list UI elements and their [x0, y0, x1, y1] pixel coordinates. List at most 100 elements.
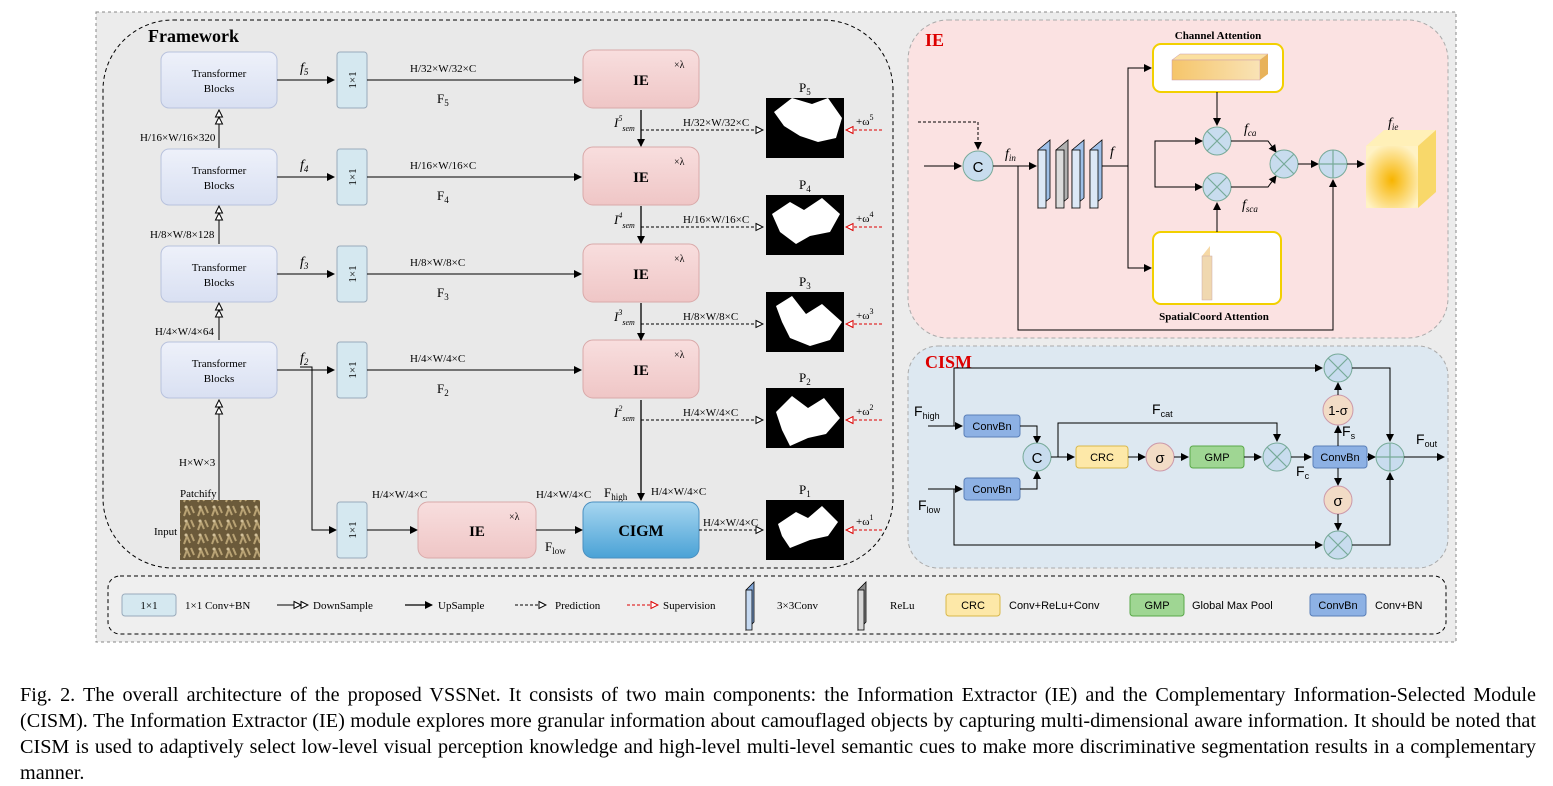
- cism-panel-title: CISM: [925, 352, 972, 372]
- legend: 1×1 1×1 Conv+BN DownSample UpSample Pred…: [107, 575, 1447, 635]
- P-label-3: P2: [799, 370, 811, 387]
- conv-stack: [1037, 139, 1103, 209]
- I-sem-label-1: I4sem: [613, 211, 635, 230]
- omega1-label: +ω1: [856, 513, 873, 528]
- P-label-2: P3: [799, 274, 811, 291]
- fie-cube: [1366, 130, 1436, 208]
- legend-downsample-text: DownSample: [313, 600, 373, 612]
- dim-bottom-a: H/4×W/4×C: [372, 489, 427, 501]
- legend-convbn-box: [1309, 593, 1367, 617]
- f-label-0: f5: [300, 61, 309, 77]
- F-label-1: F4: [437, 188, 449, 205]
- ie-label-2: IE: [633, 267, 649, 283]
- f-label-3: f2: [300, 351, 309, 367]
- input-label: Input: [154, 526, 177, 538]
- fcat-label: Fcat: [1152, 401, 1173, 419]
- ie-label-3: IE: [633, 363, 649, 379]
- prediction-mask-p1: [778, 506, 838, 548]
- legend-conv-box: [121, 593, 177, 617]
- f-label-1: f4: [300, 158, 309, 174]
- dim-bottom-c: H/4×W/4×C: [651, 486, 706, 498]
- dim-label-8: H/8×W/8×128: [150, 229, 215, 241]
- f-label: f: [1110, 145, 1116, 160]
- ie-block-0: [582, 49, 700, 109]
- ie-concat-label: C: [973, 159, 984, 176]
- cism-convbn-low-label: ConvBn: [972, 484, 1011, 496]
- omega-label-1: +ω4: [856, 210, 873, 225]
- cism-flow-label: Flow: [918, 497, 941, 515]
- transformer-label-b-3: Blocks: [204, 373, 235, 385]
- fout-label: Fout: [1416, 431, 1438, 449]
- legend-conv-text: 1×1 Conv+BN: [185, 600, 250, 612]
- F-label-0: F5: [437, 91, 449, 108]
- legend-crc-box: [945, 593, 1001, 617]
- f-label-2: f3: [300, 255, 309, 271]
- fhigh-label: Fhigh: [604, 485, 628, 502]
- cism-fhigh-label: Fhigh: [914, 403, 940, 421]
- spatial-attention-label: SpatialCoord Attention: [1159, 311, 1269, 323]
- patchify-label: Patchify: [180, 488, 217, 500]
- prediction-mask-2: [776, 296, 842, 346]
- cism-sigma-label: σ: [1155, 450, 1165, 467]
- ie-block-2: [582, 243, 700, 303]
- transformer-label-b-1: Blocks: [204, 180, 235, 192]
- legend-crc-box-label: CRC: [961, 600, 985, 612]
- legend-relu-text: ReLu: [890, 600, 915, 612]
- prediction-mask-1: [772, 198, 840, 244]
- transformer-block-0: [160, 51, 278, 109]
- legend-conv3-icon: [745, 581, 755, 631]
- transformer-block-1: [160, 148, 278, 206]
- prediction-mask-0: [774, 98, 842, 142]
- crc-label: CRC: [1090, 452, 1114, 464]
- transformer-label-a-3: Transformer: [192, 358, 247, 370]
- legend-conv-box-label: 1×1: [140, 600, 157, 612]
- pred-dim-label-3: H/4×W/4×C: [683, 407, 738, 419]
- flow-label: Flow: [545, 539, 566, 556]
- ie-label-1: IE: [633, 170, 649, 186]
- fca-label: fca: [1244, 122, 1257, 138]
- p1-label: P1: [799, 482, 811, 499]
- transformer-block-2: [160, 245, 278, 303]
- channel-attention-label: Channel Attention: [1175, 30, 1262, 42]
- pred-dim-label-2: H/8×W/8×C: [683, 311, 738, 323]
- P-label-1: P4: [799, 177, 811, 194]
- dim-label-input: H×W×3: [179, 457, 216, 469]
- conv1x1-label-3: 1×1: [347, 361, 359, 378]
- transformer-label-a-0: Transformer: [192, 68, 247, 80]
- legend-gmp-box: [1129, 593, 1185, 617]
- ie-lambda-3: ×λ: [674, 350, 685, 361]
- legend-convbn-text: Conv+BN: [1375, 600, 1422, 612]
- pred-dim-label-1: H/16×W/16×C: [683, 214, 749, 226]
- F-label-3: F2: [437, 381, 449, 398]
- legend-upsample-text: UpSample: [438, 600, 485, 612]
- cism-panel: CISM Fhigh Flow ConvBn ConvBn C Fcat CRC…: [907, 345, 1449, 569]
- cism-convbn-high-label: ConvBn: [972, 421, 1011, 433]
- I-sem-label-3: I2sem: [613, 404, 635, 423]
- fie-label: fie: [1388, 116, 1398, 132]
- legend-prediction-text: Prediction: [555, 600, 601, 612]
- conv1x1-bottom-label: 1×1: [347, 521, 359, 538]
- pred-dim-label-0: H/32×W/32×C: [683, 117, 749, 129]
- legend-supervision-text: Supervision: [663, 600, 716, 612]
- conv1x1-label-0: 1×1: [347, 71, 359, 88]
- ie-lambda-0: ×λ: [674, 60, 685, 71]
- transformer-label-a-2: Transformer: [192, 262, 247, 274]
- conv1x1-label-2: 1×1: [347, 265, 359, 282]
- omega-label-3: +ω2: [856, 403, 873, 418]
- cigm-label: CIGM: [618, 523, 663, 540]
- F-label-2: F3: [437, 285, 449, 302]
- dim-label-4: H/4×W/4×64: [155, 326, 214, 338]
- framework-title: Framework: [148, 26, 239, 46]
- cism-concat-label: C: [1032, 450, 1043, 467]
- spatial-attention-box: [1152, 231, 1282, 305]
- transformer-label-b-2: Blocks: [204, 277, 235, 289]
- omega-label-0: +ω5: [856, 113, 873, 128]
- dim-label-1: H/16×W/16×C: [410, 160, 476, 172]
- dim-label-3: H/4×W/4×C: [410, 353, 465, 365]
- dim-bottom-d: H/4×W/4×C: [703, 517, 758, 529]
- dim-label-16: H/16×W/16×320: [140, 132, 216, 144]
- ie-block-1: [582, 146, 700, 206]
- fsca-label: fsca: [1242, 198, 1258, 214]
